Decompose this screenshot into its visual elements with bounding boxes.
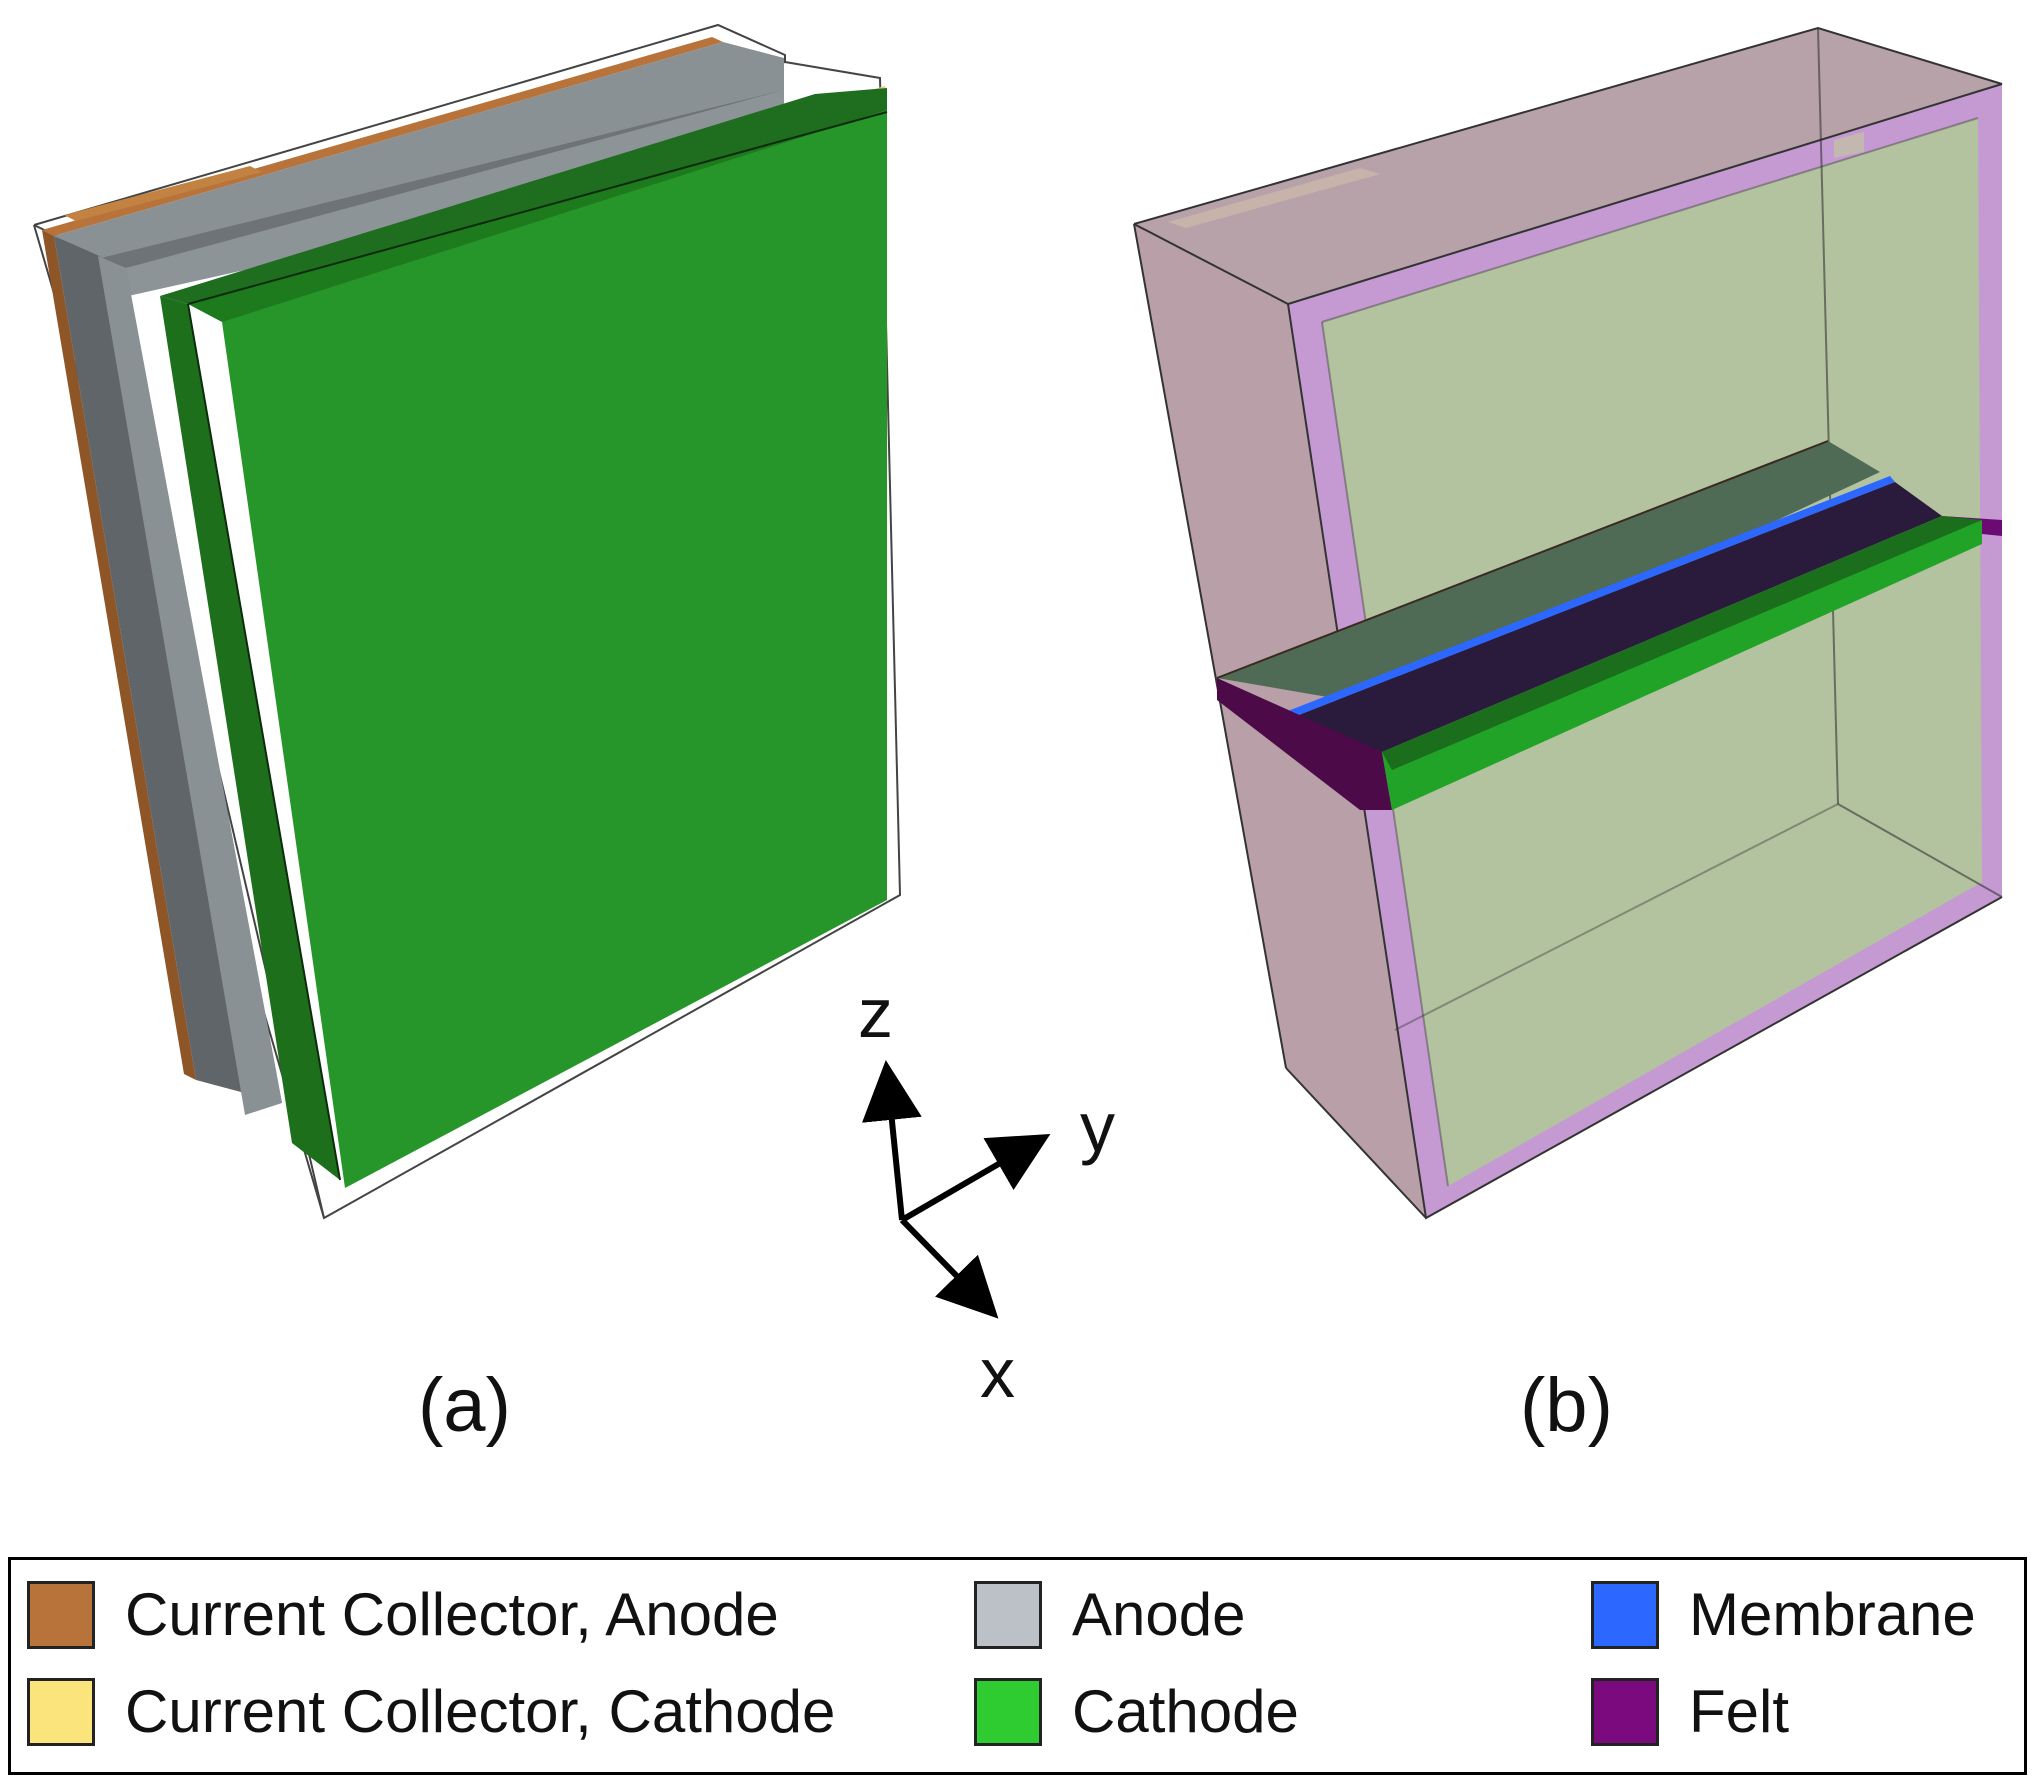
- felt-strip-top: [1276, 482, 1942, 752]
- slice-section: [1216, 440, 2002, 810]
- legend-item-membrane: Membrane: [1591, 1580, 1976, 1649]
- legend-item-cathode: Cathode: [974, 1677, 1299, 1746]
- panel-label-b: (b): [1520, 1363, 1613, 1448]
- cathode-strip: [1382, 520, 1982, 810]
- legend-item-anode: Anode: [974, 1580, 1246, 1649]
- panel-b-cell: [1133, 26, 2003, 1220]
- legend-label: Cathode: [1072, 1678, 1299, 1745]
- housing-top-face: [1134, 28, 2002, 304]
- legend-item-cathode-current-collector: Current Collector, Cathode: [27, 1677, 835, 1746]
- membrane-strip: [1270, 476, 1895, 724]
- felt-edge-left: [1217, 678, 1392, 810]
- legend-label: Felt: [1689, 1678, 1790, 1745]
- legend-item-anode-current-collector: Current Collector, Anode: [27, 1580, 779, 1649]
- legend-label: Current Collector, Cathode: [125, 1678, 836, 1745]
- legend-swatch: [27, 1580, 95, 1649]
- axis-label-x: x: [980, 1334, 1015, 1412]
- legend-label: Anode: [1072, 1581, 1246, 1648]
- legend-swatch: [27, 1677, 95, 1746]
- legend-swatch: [1591, 1580, 1659, 1649]
- y-axis-arrow: [900, 1133, 1051, 1223]
- x-axis-arrow: [899, 1217, 999, 1319]
- housing-edges: [1133, 26, 2003, 1220]
- anode-current-collector: [42, 37, 723, 1080]
- legend-label: Current Collector, Anode: [125, 1581, 779, 1648]
- anode-block: [54, 42, 784, 1115]
- z-axis-arrow: [861, 1060, 922, 1221]
- axis-label-z: z: [858, 974, 893, 1052]
- legend-item-felt: Felt: [1591, 1677, 1789, 1746]
- panel-a-cell: [33, 23, 902, 1220]
- cathode-strip-shadow: [1382, 516, 1982, 770]
- legend-swatch: [974, 1677, 1042, 1746]
- axis-triad: [861, 1060, 1051, 1319]
- legend-swatch: [1591, 1677, 1659, 1746]
- legend: Current Collector, Anode Current Collect…: [8, 1557, 2027, 1775]
- diagram-canvas: [33, 23, 2003, 1319]
- panel-label-a: (a): [418, 1363, 511, 1448]
- cathode-block: [160, 88, 888, 1188]
- axis-label-y: y: [1080, 1088, 1115, 1166]
- legend-label: Membrane: [1689, 1581, 1976, 1648]
- slice-top-surface: [1217, 441, 1880, 706]
- legend-swatch: [974, 1580, 1042, 1649]
